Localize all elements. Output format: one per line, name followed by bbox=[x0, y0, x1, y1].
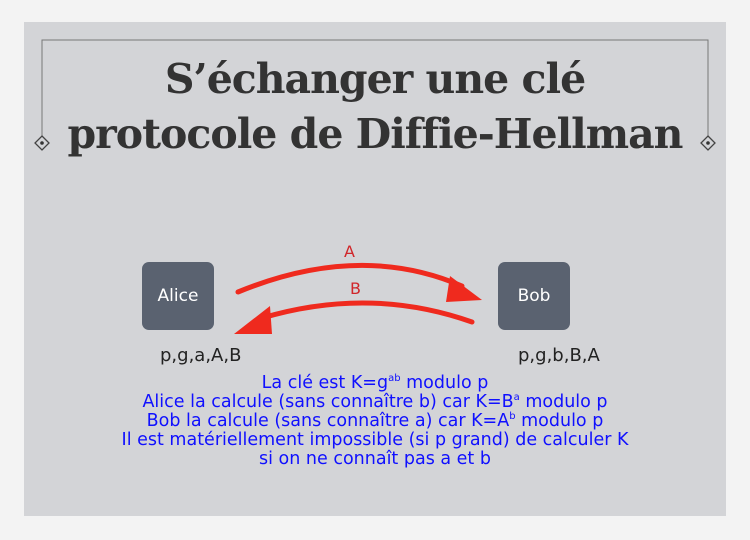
slide-title: S’échanger une clé protocole de Diffie-H… bbox=[40, 52, 710, 162]
alice-values: p,g,a,A,B bbox=[160, 345, 242, 366]
title-line-2: protocole de Diffie-Hellman bbox=[67, 110, 684, 158]
arrow-b-head-icon bbox=[234, 306, 272, 334]
arrow-b-bob-to-alice bbox=[259, 300, 475, 325]
bob-values: p,g,b,B,A bbox=[518, 345, 600, 366]
explanation-line-1: La clé est K=gab modulo p bbox=[261, 373, 489, 393]
explanation-line-4: Il est matériellement impossible (si p g… bbox=[121, 430, 629, 450]
arrow-label-a: A bbox=[344, 242, 355, 261]
node-alice-label: Alice bbox=[157, 286, 199, 306]
arrow-label-b: B bbox=[350, 279, 361, 298]
explanation-line-2: Alice la calcule (sans connaître b) car … bbox=[142, 392, 608, 412]
node-bob: Bob bbox=[498, 262, 570, 330]
node-alice: Alice bbox=[142, 262, 214, 330]
diamond-ornament-left-icon bbox=[34, 135, 50, 151]
node-bob-label: Bob bbox=[517, 286, 551, 306]
slide-background bbox=[24, 22, 726, 516]
title-line-1: S’échanger une clé bbox=[164, 55, 586, 103]
explanation-line-5: si on ne connaît pas a et b bbox=[259, 449, 491, 469]
explanation-line-3: Bob la calcule (sans connaître a) car K=… bbox=[146, 411, 604, 431]
explanation-text: La clé est K=gab modulo p Alice la calcu… bbox=[40, 374, 710, 469]
arrow-a-alice-to-bob bbox=[235, 262, 465, 295]
arrow-a-head-icon bbox=[446, 276, 482, 302]
diamond-ornament-right-icon bbox=[700, 135, 716, 151]
